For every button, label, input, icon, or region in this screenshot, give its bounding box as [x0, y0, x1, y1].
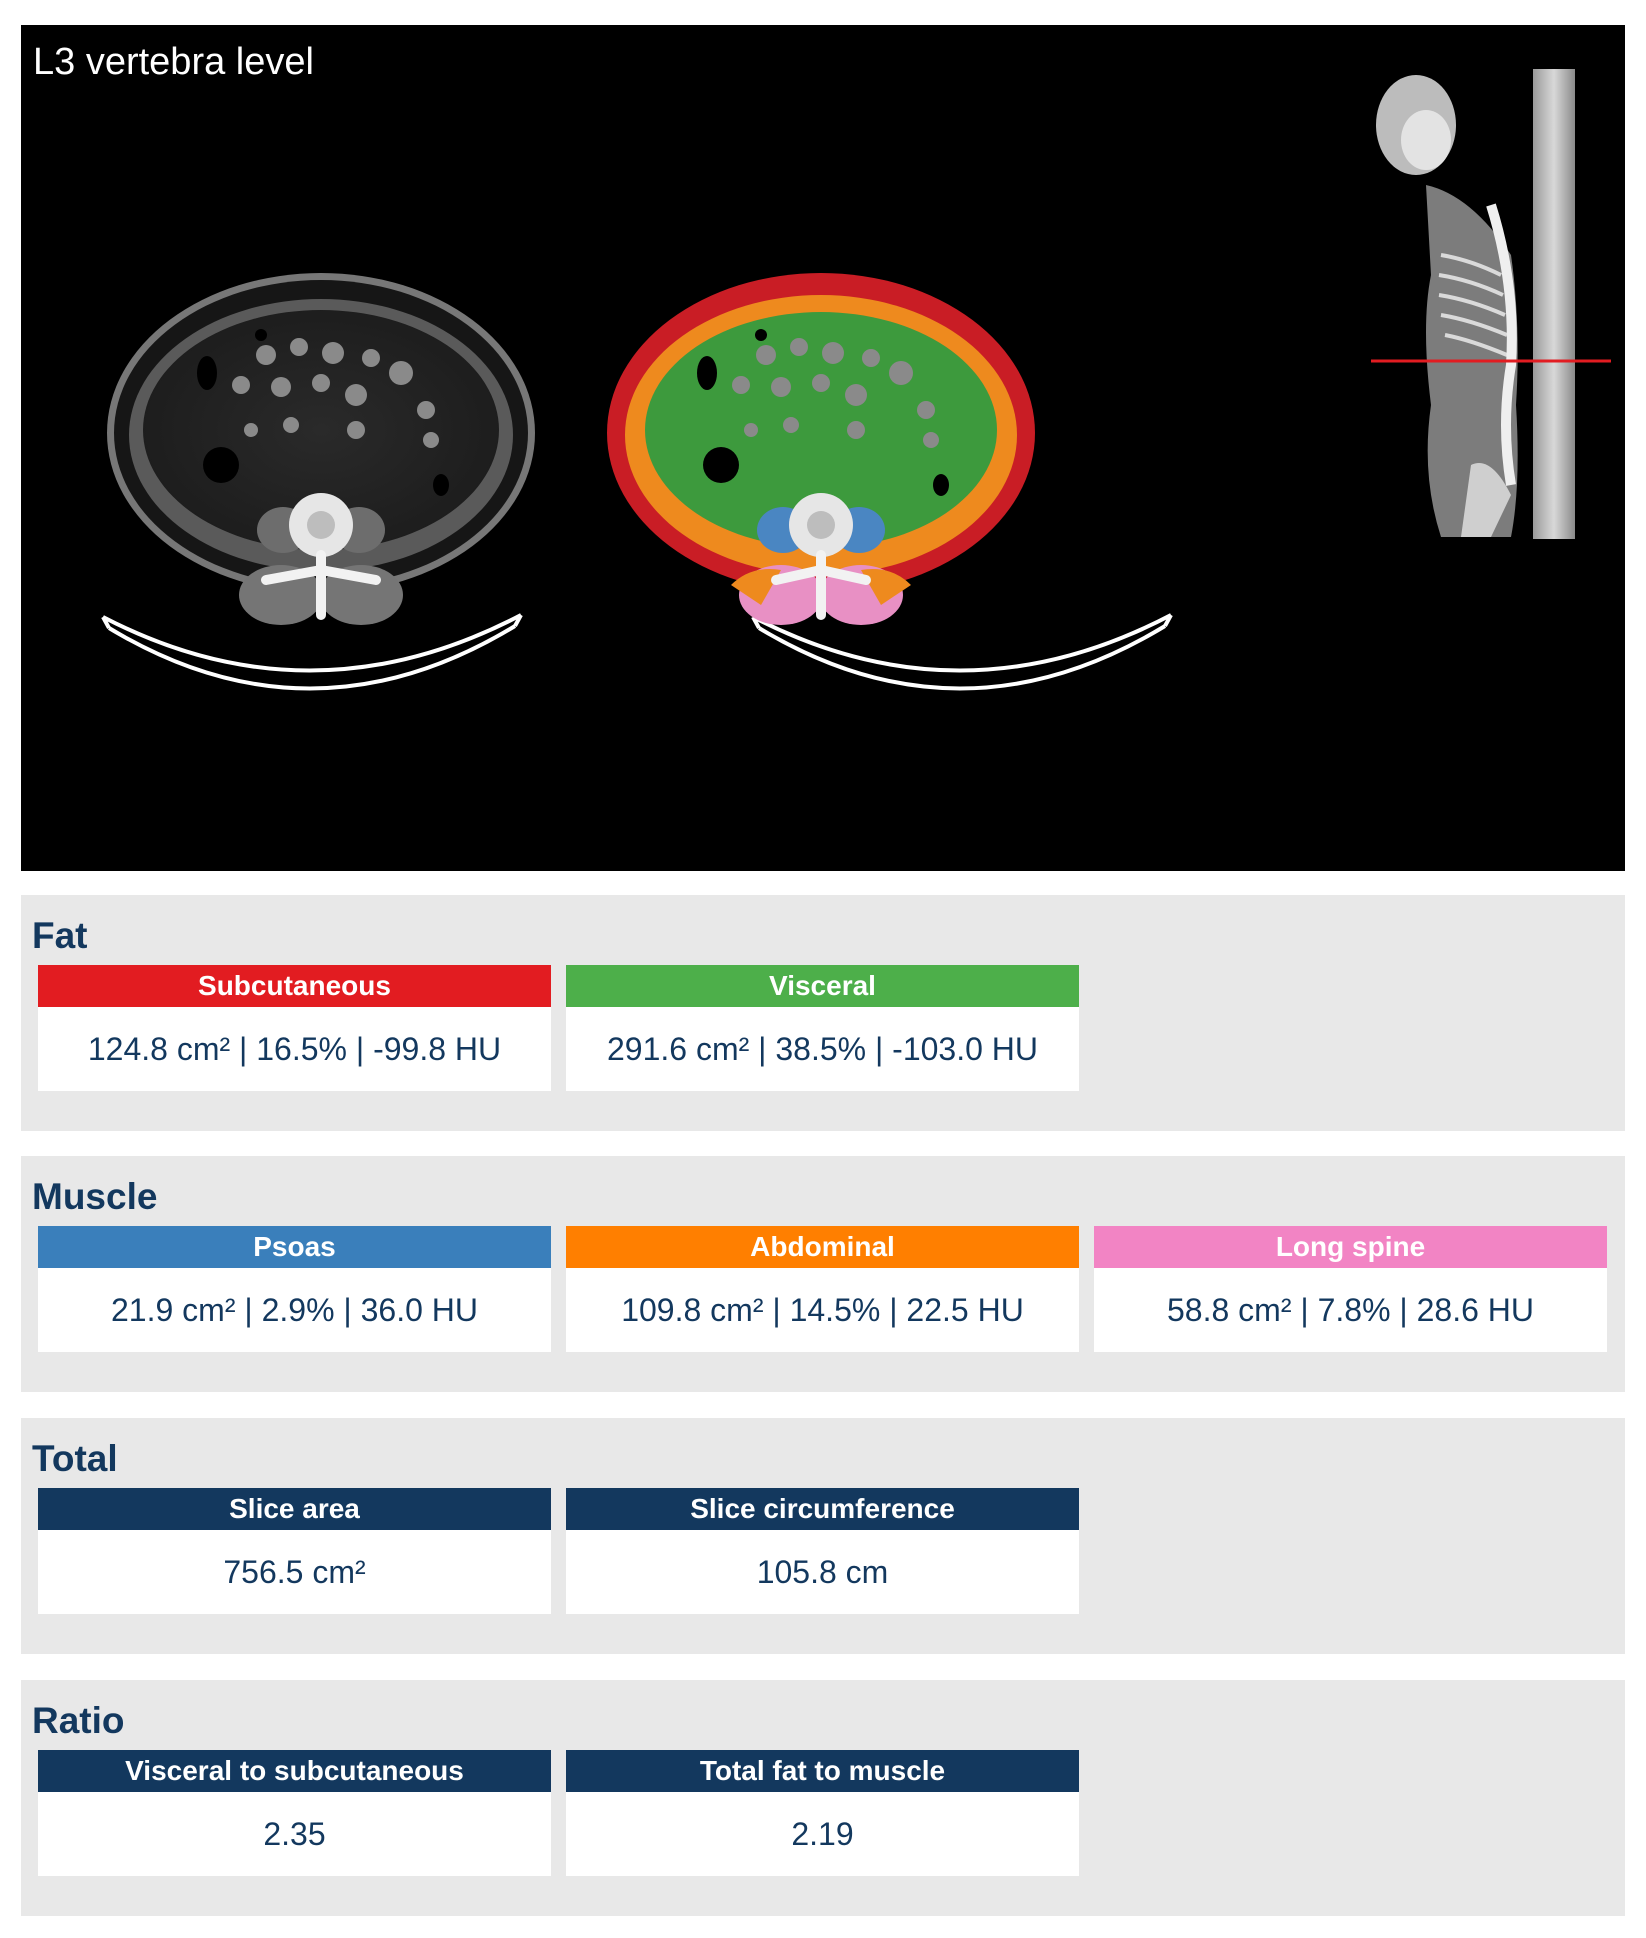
card-header-psoas: Psoas [38, 1226, 551, 1268]
muscle-section: Muscle Psoas 21.9 cm² | 2.9% | 36.0 HU A… [21, 1156, 1625, 1392]
card-header-long-spine: Long spine [1094, 1226, 1607, 1268]
card-value-slice-circumference: 105.8 cm [756, 1554, 889, 1590]
sagittal-mip [1371, 69, 1611, 539]
axial-ct-slice [101, 273, 535, 691]
card-header-slice-area: Slice area [38, 1488, 551, 1530]
card-visceral-to-subcutaneous: Visceral to subcutaneous 2.35 [38, 1750, 551, 1876]
section-title-ratio: Ratio [32, 1700, 125, 1741]
ct-image-panel: L3 vertebra level [21, 25, 1625, 871]
card-subcutaneous: Subcutaneous 124.8 cm² | 16.5% | -99.8 H… [38, 965, 551, 1091]
card-slice-circumference: Slice circumference 105.8 cm [566, 1488, 1079, 1614]
total-section: Total Slice area 756.5 cm² Slice circumf… [21, 1418, 1625, 1654]
card-value-visceral: 291.6 cm² | 38.5% | -103.0 HU [606, 1031, 1039, 1067]
ct-images [101, 69, 1611, 691]
card-abdominal: Abdominal 109.8 cm² | 14.5% | 22.5 HU [566, 1226, 1079, 1352]
card-slice-area: Slice area 756.5 cm² [38, 1488, 551, 1614]
card-value-abdominal: 109.8 cm² | 14.5% | 22.5 HU [621, 1292, 1024, 1328]
card-header-abdominal: Abdominal [566, 1226, 1079, 1268]
section-title-muscle: Muscle [32, 1176, 158, 1217]
card-visceral: Visceral 291.6 cm² | 38.5% | -103.0 HU [566, 965, 1079, 1091]
card-header-slice-circumference: Slice circumference [566, 1488, 1079, 1530]
card-value-visceral-to-subcutaneous: 2.35 [263, 1816, 326, 1852]
card-long-spine: Long spine 58.8 cm² | 7.8% | 28.6 HU [1094, 1226, 1607, 1352]
card-header-visceral-to-subcutaneous: Visceral to subcutaneous [38, 1750, 551, 1792]
card-value-slice-area: 756.5 cm² [223, 1554, 366, 1590]
card-header-total-fat-to-muscle: Total fat to muscle [566, 1750, 1079, 1792]
card-header-visceral: Visceral [566, 965, 1079, 1007]
card-psoas: Psoas 21.9 cm² | 2.9% | 36.0 HU [38, 1226, 551, 1352]
section-title-total: Total [32, 1438, 118, 1479]
vertebra-level-label: L3 vertebra level [33, 41, 314, 83]
ratio-section: Ratio Visceral to subcutaneous 2.35 Tota… [21, 1680, 1625, 1916]
section-title-fat: Fat [32, 915, 88, 956]
fat-section: Fat Subcutaneous 124.8 cm² | 16.5% | -99… [21, 895, 1625, 1131]
card-total-fat-to-muscle: Total fat to muscle 2.19 [566, 1750, 1079, 1876]
card-value-psoas: 21.9 cm² | 2.9% | 36.0 HU [111, 1292, 478, 1328]
card-header-subcutaneous: Subcutaneous [38, 965, 551, 1007]
card-value-subcutaneous: 124.8 cm² | 16.5% | -99.8 HU [87, 1031, 502, 1067]
card-value-total-fat-to-muscle: 2.19 [791, 1816, 854, 1852]
segmented-ct-slice [607, 273, 1173, 691]
card-value-long-spine: 58.8 cm² | 7.8% | 28.6 HU [1167, 1292, 1534, 1328]
